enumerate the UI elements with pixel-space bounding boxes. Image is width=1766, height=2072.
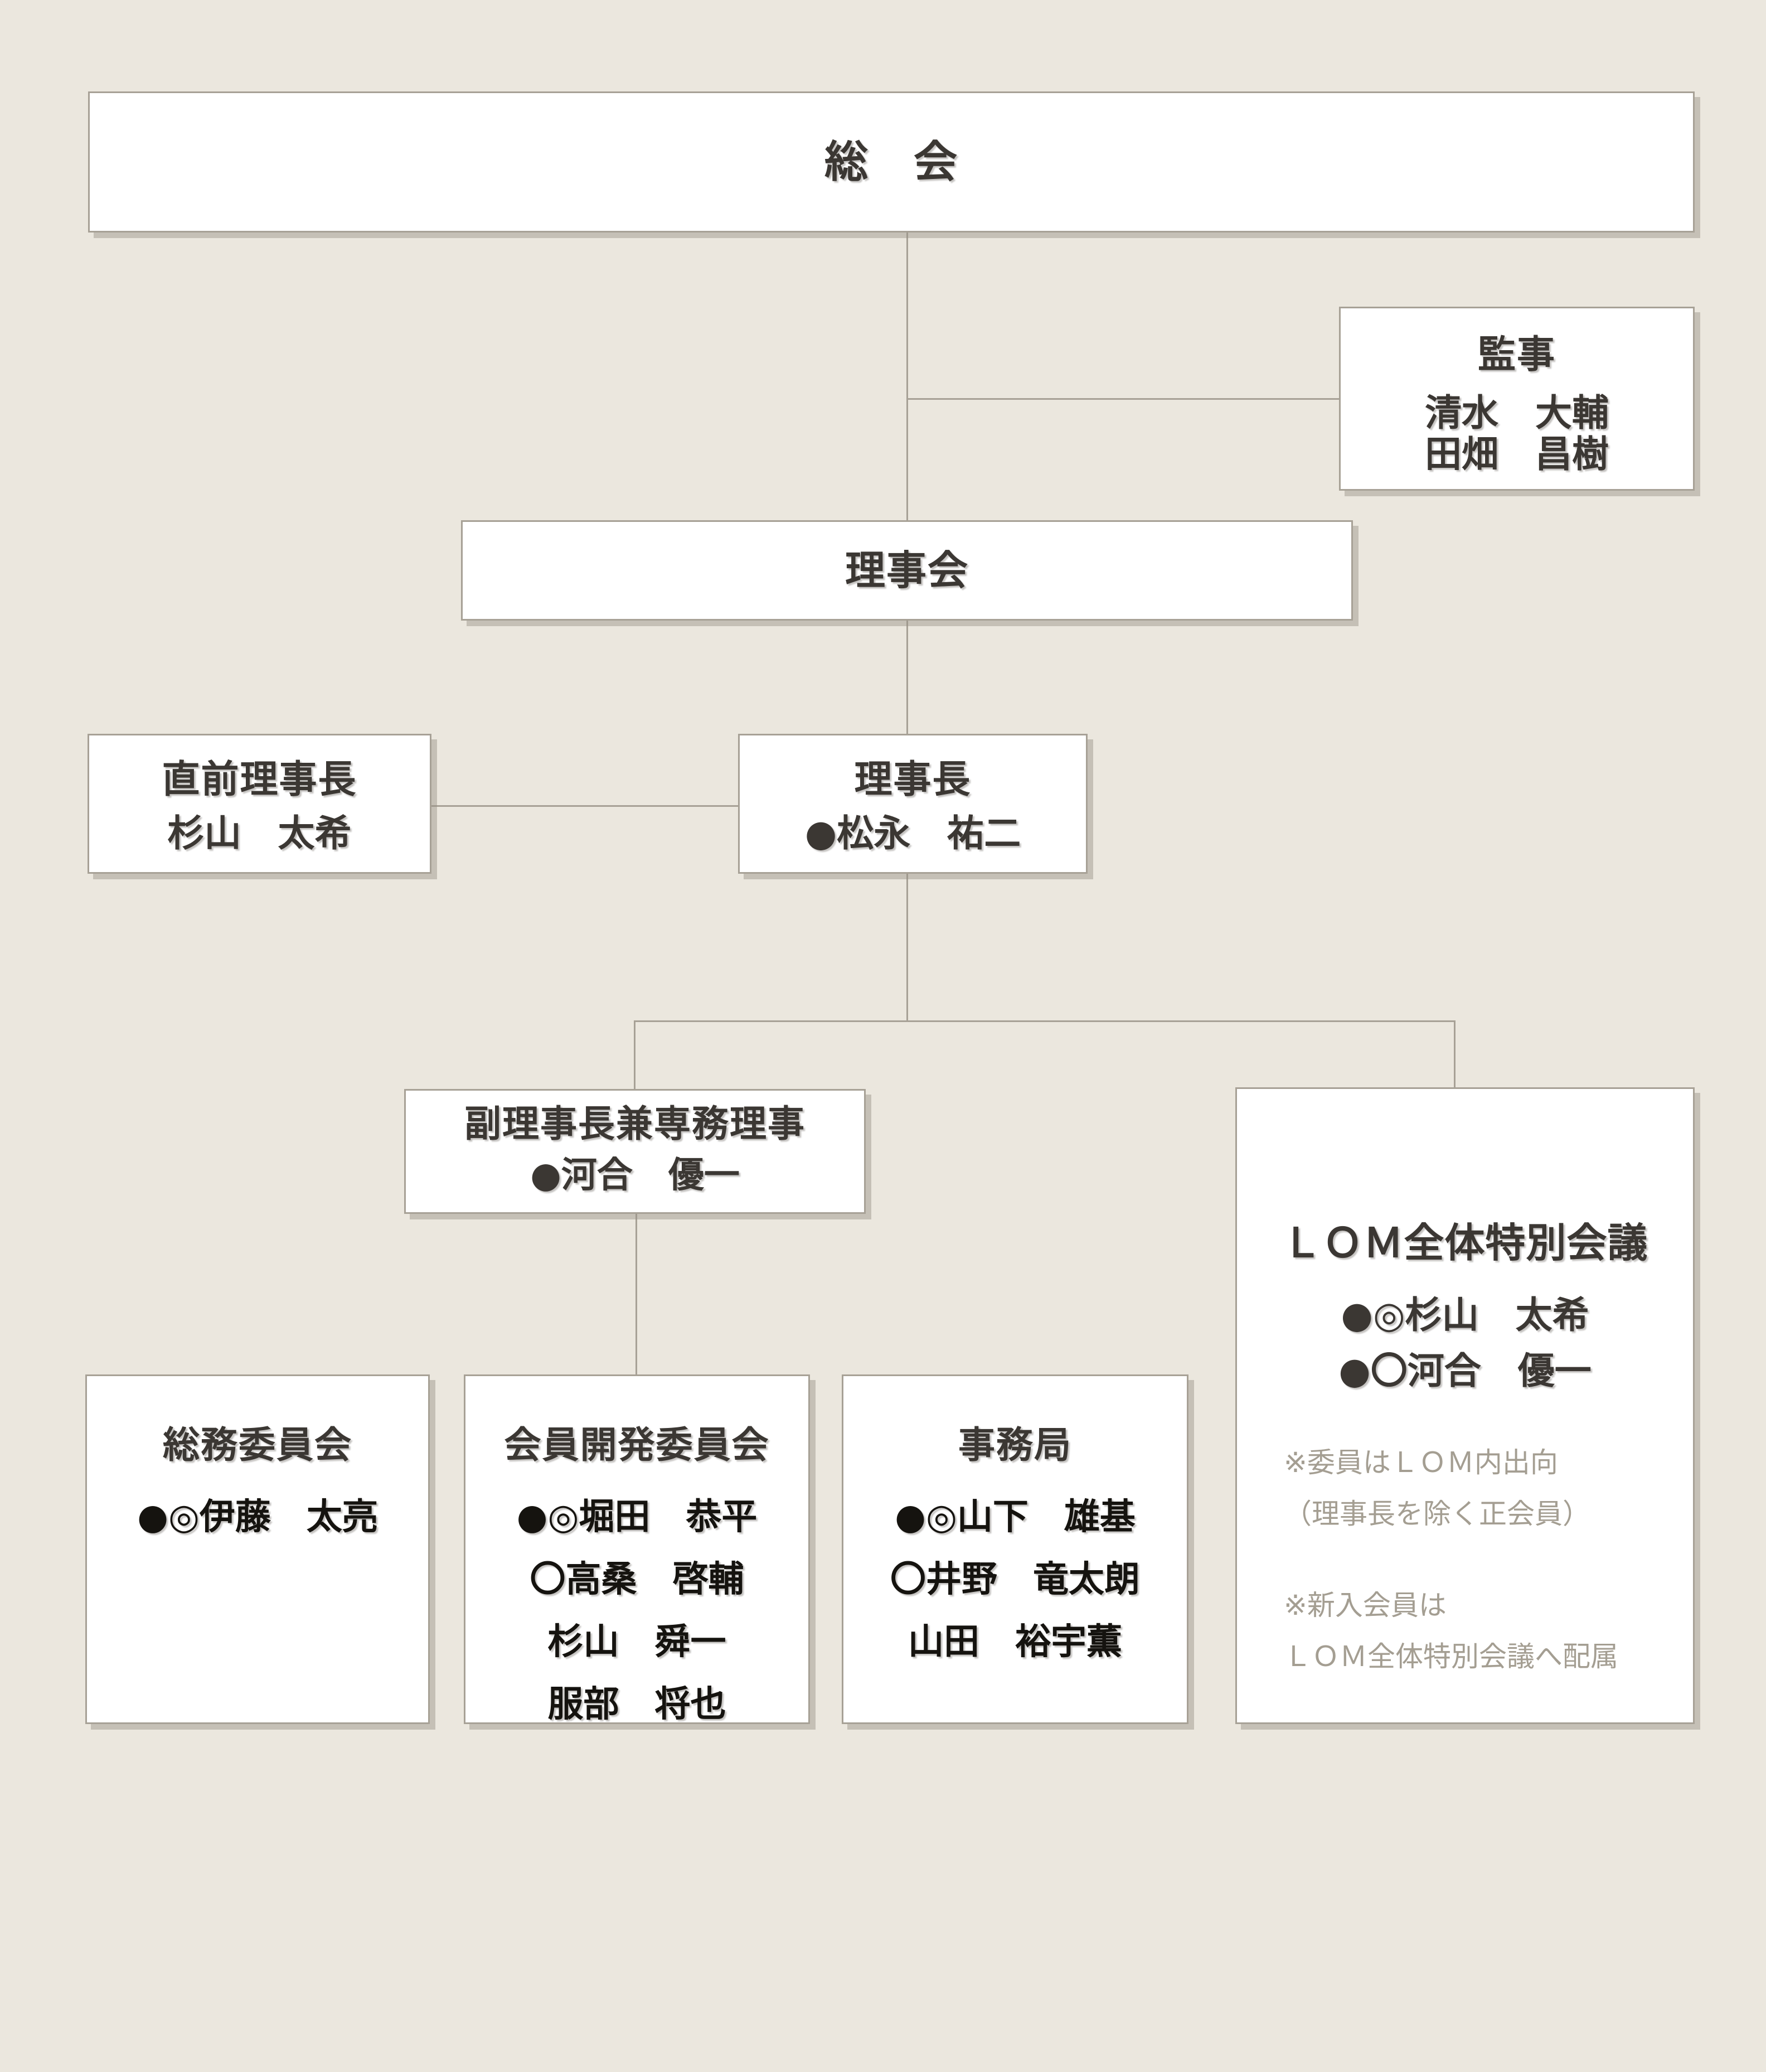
text-line: 服部 将也 <box>547 1684 726 1725</box>
immediate-past-president-title: 直前理事長 <box>162 758 357 802</box>
connector-split-to-lom-line <box>1454 1020 1456 1087</box>
text-line: 杉山 太希 <box>167 812 352 855</box>
lom-member-list: ●◎杉山 太希 ●〇河合 優一 <box>1338 1296 1592 1390</box>
connector-soukai-to-rijikai-line <box>906 233 908 520</box>
text-line: 〇高桑 啓輔 <box>530 1559 744 1600</box>
connector-rijicho-down-line <box>906 874 908 1022</box>
lom-note-new-members: ※新入会員は ＬＯＭ全体特別会議へ配属 <box>1237 1580 1693 1682</box>
president-title: 理事長 <box>854 758 972 802</box>
text-line: ●松永 祐二 <box>804 812 1021 855</box>
text-line: （理事長を除く正会員） <box>1284 1498 1590 1530</box>
box-secretariat: 事務局 ●◎山下 雄基〇井野 竜太朗山田 裕宇薫 <box>842 1374 1188 1724</box>
box-vice-president-executive-director: 副理事長兼専務理事 ●河合 優一 <box>404 1089 866 1214</box>
text-line: 〇井野 竜太朗 <box>890 1559 1140 1600</box>
secretariat-member-list: ●◎山下 雄基〇井野 竜太朗山田 裕宇薫 <box>890 1499 1140 1660</box>
connector-split-horizontal-line <box>634 1020 1456 1022</box>
text-line: 田畑 昌樹 <box>1425 433 1609 476</box>
board-of-directors-title: 理事会 <box>845 547 969 594</box>
text-line: ●◎伊藤 太亮 <box>137 1497 378 1538</box>
box-president: 理事長 ●松永 祐二 <box>738 734 1088 874</box>
general-affairs-member-list: ●◎伊藤 太亮 <box>137 1499 378 1536</box>
membership-development-committee-title: 会員開発委員会 <box>504 1424 770 1466</box>
box-general-affairs-committee: 総務委員会 ●◎伊藤 太亮 <box>85 1374 430 1724</box>
text-line: ●◎杉山 太希 <box>1341 1294 1589 1337</box>
text-line: ＬＯＭ全体特別会議へ配属 <box>1284 1640 1618 1673</box>
text-line: ●◎山下 雄基 <box>895 1497 1136 1538</box>
vice-president-member-list: ●河合 優一 <box>530 1156 740 1194</box>
box-board-of-directors: 理事会 <box>461 520 1353 621</box>
text-line: ●河合 優一 <box>530 1155 740 1196</box>
vice-president-title: 副理事長兼専務理事 <box>464 1102 806 1145</box>
immediate-past-president-member-list: 杉山 太希 <box>168 814 352 854</box>
lom-note-members-secondment: ※委員はＬＯＭ内出向 （理事長を除く正会員） <box>1237 1437 1693 1540</box>
auditors-member-list: 清水 大輔田畑 昌樹 <box>1425 394 1609 473</box>
connector-chokuzen-to-rijicho-line <box>431 805 738 807</box>
lom-special-assembly-title: ＬＯＭ全体特別会議 <box>1282 1219 1648 1266</box>
box-membership-development-committee: 会員開発委員会 ●◎堀田 恭平〇高桑 啓輔杉山 舜一服部 将也 <box>464 1374 810 1724</box>
general-affairs-committee-title: 総務委員会 <box>163 1424 352 1466</box>
secretariat-title: 事務局 <box>958 1424 1072 1466</box>
box-general-assembly: 総 会 <box>88 91 1695 233</box>
box-immediate-past-president: 直前理事長 杉山 太希 <box>88 734 431 874</box>
connector-branch-to-kanji-line <box>906 398 1339 400</box>
text-line: ●◎堀田 恭平 <box>516 1497 758 1538</box>
connector-fuku-to-kaiin-line <box>635 1214 637 1374</box>
connector-rijikai-to-rijicho-line <box>906 621 908 734</box>
box-lom-special-assembly: ＬＯＭ全体特別会議 ●◎杉山 太希 ●〇河合 優一 ※委員はＬＯＭ内出向 （理事長を… <box>1235 1087 1695 1724</box>
connector-split-to-fuku-line <box>634 1020 635 1089</box>
box-auditors: 監事 清水 大輔田畑 昌樹 <box>1339 307 1695 491</box>
text-line: ※新入会員は <box>1284 1589 1447 1621</box>
text-line: ※委員はＬＯＭ内出向 <box>1284 1446 1558 1479</box>
text-line: ●〇河合 優一 <box>1338 1349 1592 1392</box>
auditors-title: 監事 <box>1477 333 1556 377</box>
text-line: 清水 大輔 <box>1425 391 1609 434</box>
text-line: 杉山 舜一 <box>547 1621 726 1663</box>
president-member-list: ●松永 祐二 <box>805 814 1021 854</box>
membership-development-member-list: ●◎堀田 恭平〇高桑 啓輔杉山 舜一服部 将也 <box>517 1499 758 1723</box>
general-assembly-title: 総 会 <box>824 137 958 187</box>
text-line: 山田 裕宇薫 <box>908 1621 1122 1663</box>
